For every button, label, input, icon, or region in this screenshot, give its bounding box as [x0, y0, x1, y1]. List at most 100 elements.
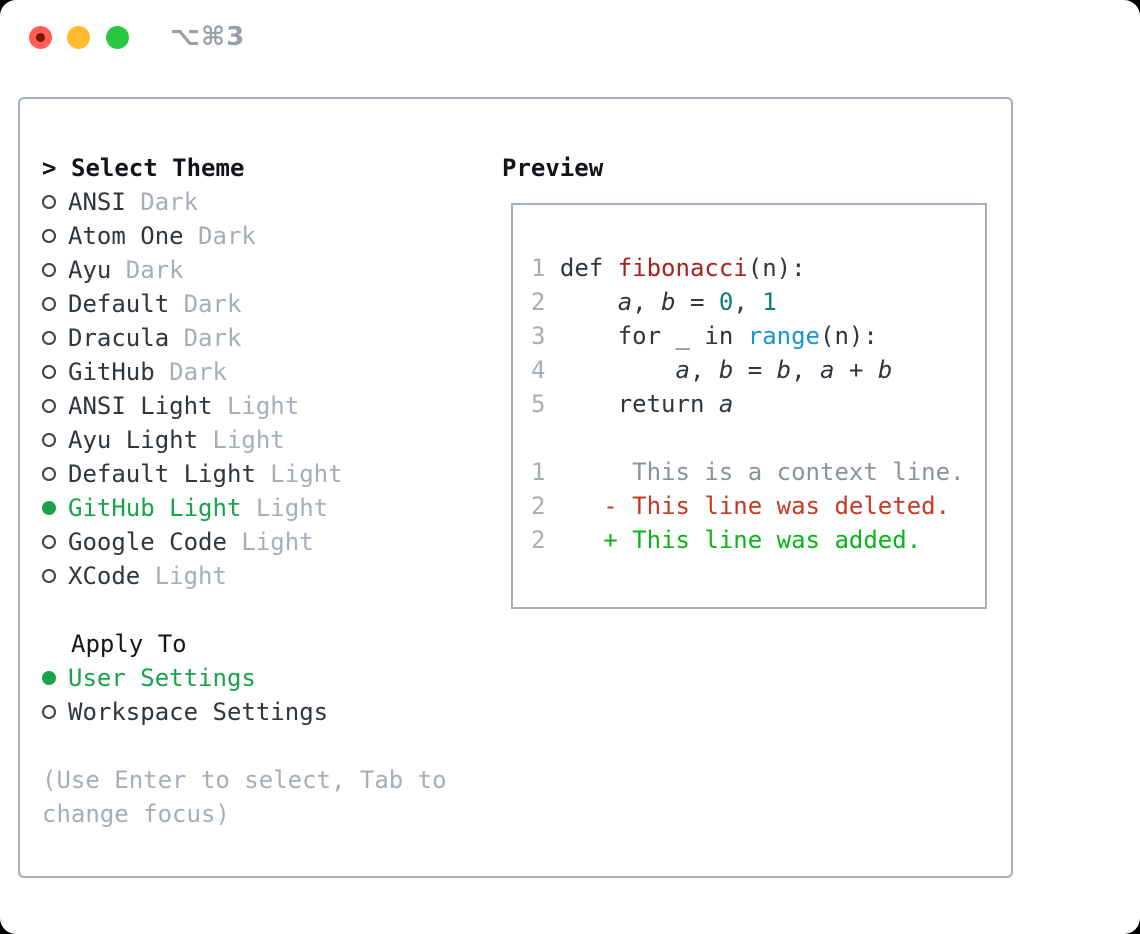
option-label: Default	[68, 290, 170, 318]
zoom-button[interactable]	[106, 26, 129, 49]
apply-option[interactable]: Workspace Settings	[42, 695, 482, 729]
theme-option[interactable]: Dracula Dark	[42, 321, 482, 355]
option-variant: Light	[212, 392, 300, 420]
line-number: 3	[531, 322, 560, 350]
radio-selected-icon	[42, 671, 56, 685]
apply-option-selected[interactable]: User Settings	[42, 661, 482, 695]
option-variant: Light	[198, 426, 285, 454]
option-label: XCode	[68, 562, 141, 590]
code-segment-code: +	[834, 356, 878, 384]
option-label: Default Light	[68, 460, 256, 488]
option-label: ANSI	[68, 188, 126, 216]
preview-line: 3 for _ in range(n):	[531, 319, 985, 353]
radio-selected-icon	[42, 501, 56, 515]
option-label: Workspace Settings	[68, 698, 329, 726]
code-segment-code: return	[559, 390, 719, 418]
option-label: ANSI Light	[68, 392, 213, 420]
preview-header: Preview	[502, 154, 604, 182]
theme-option[interactable]: Ayu Light Light	[42, 423, 482, 457]
option-variant: Dark	[183, 222, 256, 250]
code-segment-num: 1	[762, 288, 777, 316]
close-dot-icon	[36, 33, 45, 42]
theme-option[interactable]: GitHub Dark	[42, 355, 482, 389]
radio-icon	[42, 433, 56, 447]
option-variant: Light	[226, 528, 314, 556]
option-variant: Light	[140, 562, 227, 590]
apply-to-header: Apply To	[71, 630, 187, 658]
radio-icon	[42, 705, 56, 719]
line-number: 2	[531, 526, 560, 554]
radio-icon	[42, 263, 56, 277]
code-segment-ctx: This is a context line.	[559, 458, 965, 486]
code-segment-var: a	[617, 288, 633, 316]
code-segment-var: a	[718, 390, 734, 418]
cursor-icon: >	[42, 154, 57, 182]
option-label: Ayu Light	[68, 426, 199, 454]
option-variant: Dark	[125, 188, 199, 216]
option-variant: Dark	[169, 324, 242, 352]
radio-icon	[42, 535, 56, 549]
theme-option-selected[interactable]: GitHub Light Light	[42, 491, 482, 525]
preview-line	[531, 421, 985, 455]
line-number: 5	[531, 390, 560, 418]
theme-option[interactable]: Default Light Light	[42, 457, 482, 491]
code-segment-add: + This line was added.	[603, 526, 922, 554]
radio-icon	[42, 229, 56, 243]
code-segment-code: ,	[689, 356, 719, 384]
code-segment-plain	[560, 526, 603, 554]
preview-line: 2 a, b = 0, 1	[531, 285, 985, 319]
radio-icon	[42, 195, 56, 209]
preview-line: 2 + This line was added.	[531, 523, 985, 557]
option-variant: Dark	[169, 290, 242, 318]
radio-icon	[42, 331, 56, 345]
theme-option[interactable]: Default Dark	[42, 287, 482, 321]
close-button[interactable]	[29, 26, 52, 49]
code-segment-fn: fibonacci	[617, 254, 748, 282]
preview-line: 5 return a	[531, 387, 985, 421]
code-segment-var: a	[820, 356, 835, 384]
code-segment-num: 0	[718, 288, 734, 316]
code-segment-code: for _ in	[559, 322, 748, 350]
line-number: 2	[531, 492, 560, 520]
code-segment-del: - This line was deleted.	[603, 492, 951, 520]
option-label: GitHub Light	[68, 494, 242, 522]
preview-line: 2 - This line was deleted.	[531, 489, 985, 523]
theme-option[interactable]: ANSI Dark	[42, 185, 482, 219]
option-label: User Settings	[68, 664, 256, 692]
titlebar: ⌥⌘3	[0, 0, 1140, 75]
radio-icon	[42, 569, 56, 583]
radio-icon	[42, 467, 56, 481]
code-segment-code: (n):	[820, 322, 878, 350]
option-label: GitHub	[68, 358, 155, 386]
option-variant: Light	[241, 494, 329, 522]
preview-line: 4 a, b = b, a + b	[531, 353, 985, 387]
radio-icon	[42, 365, 56, 379]
theme-option[interactable]: Google Code Light	[42, 525, 482, 559]
code-segment-var: b	[776, 356, 792, 384]
line-number: 1	[531, 254, 560, 282]
option-variant: Dark	[111, 256, 184, 284]
minimize-button[interactable]	[67, 26, 90, 49]
option-variant: Dark	[154, 358, 227, 386]
option-label: Google Code	[68, 528, 227, 556]
code-segment-code	[560, 288, 618, 316]
theme-option[interactable]: XCode Light	[42, 559, 482, 593]
code-segment-plain	[560, 492, 603, 520]
code-segment-builtin: range	[747, 322, 820, 350]
code-segment-code: ,	[733, 288, 763, 316]
theme-option[interactable]: Atom One Dark	[42, 219, 482, 253]
code-segment-code: def	[559, 254, 618, 282]
theme-option[interactable]: Ayu Dark	[42, 253, 482, 287]
line-number	[531, 424, 545, 452]
theme-option[interactable]: ANSI Light Light	[42, 389, 482, 423]
code-segment-code: =	[675, 288, 719, 316]
option-label: Dracula	[68, 324, 170, 352]
theme-list-header: >Select Theme	[42, 151, 482, 185]
